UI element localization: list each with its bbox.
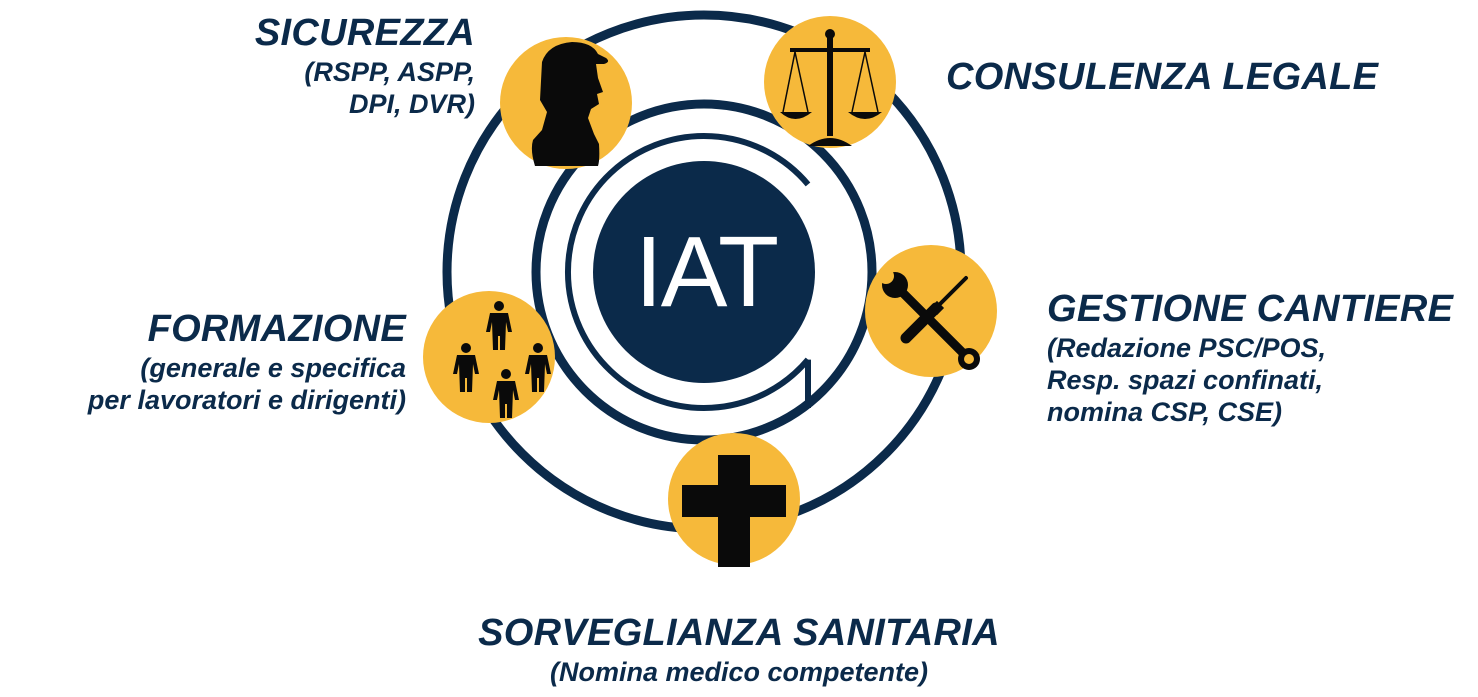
label-sicurezza: SICUREZZA (RSPP, ASPP, DPI, DVR) bbox=[255, 12, 475, 119]
tools-icon bbox=[878, 268, 980, 370]
label-formazione-line-1: (generale e specifica bbox=[140, 352, 406, 383]
inner-ring bbox=[531, 99, 877, 445]
label-sicurezza-line-2: DPI, DVR) bbox=[348, 88, 475, 119]
label-formazione: FORMAZIONE (generale e specifica per lav… bbox=[88, 308, 406, 415]
scales-icon bbox=[780, 29, 882, 146]
label-consulenza-title: CONSULENZA LEGALE bbox=[946, 56, 1379, 98]
people-group-icon bbox=[453, 301, 551, 418]
logo-disc bbox=[593, 161, 815, 383]
label-cantiere-title: GESTIONE CANTIERE bbox=[1047, 288, 1454, 330]
worker-icon bbox=[531, 42, 609, 166]
label-cantiere-line-1: (Redazione PSC/POS, bbox=[1047, 332, 1327, 363]
label-sorveglianza-line-1: (Nomina medico competente) bbox=[549, 656, 929, 687]
label-formazione-title: FORMAZIONE bbox=[147, 308, 406, 350]
label-cantiere-line-3: nomina CSP, CSE) bbox=[1047, 397, 1283, 428]
label-consulenza: CONSULENZA LEGALE bbox=[946, 56, 1378, 99]
label-sorveglianza: SORVEGLIANZA SANITARIA (Nomina medico co… bbox=[439, 612, 1039, 687]
label-sicurezza-title: SICUREZZA bbox=[254, 12, 475, 54]
label-formazione-line-2: per lavoratori e dirigenti) bbox=[87, 384, 406, 415]
label-sicurezza-line-1: (RSPP, ASPP, bbox=[304, 56, 475, 87]
logo-text: IAT bbox=[635, 216, 777, 328]
node-sicurezza bbox=[500, 37, 632, 169]
label-cantiere: GESTIONE CANTIERE (Redazione PSC/POS, Re… bbox=[1047, 288, 1453, 427]
node-formazione-disc bbox=[423, 291, 555, 423]
node-formazione bbox=[423, 291, 555, 423]
node-sorveglianza bbox=[668, 433, 800, 567]
label-cantiere-line-2: Resp. spazi confinati, bbox=[1047, 364, 1324, 395]
node-consulenza bbox=[764, 16, 896, 148]
medical-cross-icon bbox=[682, 455, 786, 567]
node-cantiere bbox=[865, 245, 997, 377]
iat-logo: IAT bbox=[565, 133, 815, 411]
label-sorveglianza-title: SORVEGLIANZA SANITARIA bbox=[478, 612, 1000, 654]
